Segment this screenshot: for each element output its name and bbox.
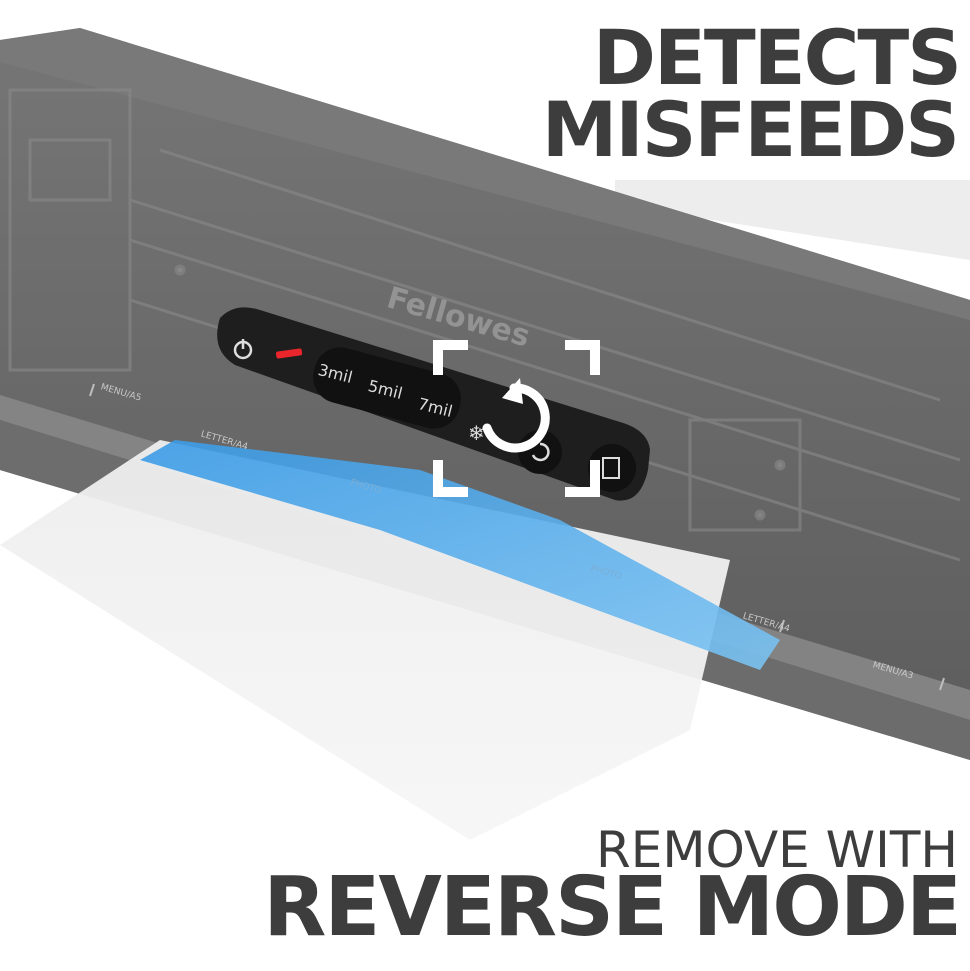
focus-brackets-icon (433, 340, 600, 497)
misfeed-highlight (140, 440, 780, 670)
reverse-icon (482, 378, 550, 453)
laminator-lid (0, 28, 970, 320)
headline-line-2: MISFEEDS (541, 85, 960, 174)
exit-paper-sheet (615, 180, 970, 260)
thickness-settings (313, 347, 461, 429)
footer-line-1: REMOVE WITH (596, 821, 958, 879)
headline-line-1: DETECTS (592, 13, 962, 102)
small-reverse-icon (531, 442, 550, 462)
snowflake-icon: ❄ (468, 421, 485, 445)
footer-line-2: REVERSE MODE (263, 860, 962, 955)
power-icon (233, 339, 253, 360)
pouch-icon (602, 457, 620, 479)
feed-guide-marks (89, 383, 945, 691)
red-indicator (275, 348, 303, 359)
